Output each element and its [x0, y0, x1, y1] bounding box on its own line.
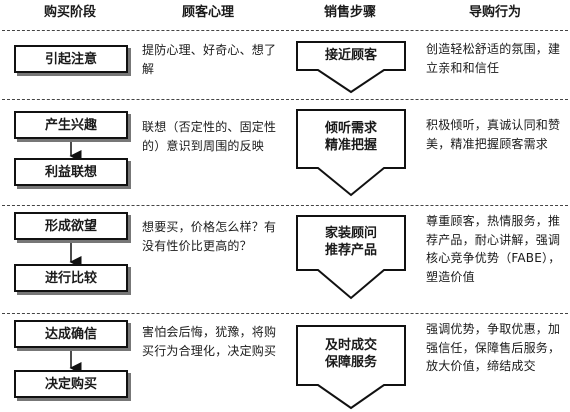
psychology-text: 想要买，价格怎么样？有没有性价比更高的？ — [142, 220, 277, 253]
header-psychology: 顾客心理 — [181, 5, 234, 20]
separator-line — [2, 205, 568, 206]
step-label-close: 及时成交保障服务 — [324, 338, 377, 370]
step-label-recommend: 家装顾问推荐产品 — [324, 226, 377, 258]
step-label-listen: 倾听需求精准把握 — [324, 121, 377, 153]
header-steps: 销售步骤 — [323, 5, 376, 20]
header-stage: 购买阶段 — [43, 5, 96, 20]
psychology-text: 提防心理、好奇心、想了解 — [142, 43, 277, 76]
stage-box-confirm: 达成确信 — [14, 320, 128, 348]
step-arrow-shape — [296, 41, 406, 94]
psychology-text: 害怕会后悔，犹豫，将购买行为合理化，决定购买 — [142, 325, 277, 358]
step-arrow-shape — [296, 109, 406, 197]
stage-box-desire: 形成欲望 — [14, 212, 128, 240]
step-arrow-shape — [296, 215, 406, 300]
stage-box-attention: 引起注意 — [14, 45, 128, 73]
header-behavior: 导购行为 — [468, 5, 521, 20]
behavior-text: 尊重顾客，热情服务，推荐产品，耐心讲解，强调核心竞争优势（FABE），塑造价值 — [426, 214, 561, 284]
step-arrow-shape — [296, 325, 406, 410]
behavior-text: 强调优势，争取优惠，加强信任，保障售后服务，放大价值，缔结成交 — [426, 322, 561, 373]
separator-line — [2, 313, 568, 314]
step-label-approach: 接近顾客 — [324, 48, 377, 63]
stage-box-compare: 进行比较 — [14, 264, 128, 292]
stage-box-association: 利益联想 — [14, 158, 128, 186]
stage-box-purchase: 决定购买 — [14, 370, 128, 398]
separator-line — [2, 30, 568, 31]
behavior-text: 积极倾听，真诚认同和赞美，精准把握顾客需求 — [426, 118, 561, 151]
psychology-text: 联想（否定性的、固定性的）意识到周围的反映 — [142, 120, 277, 153]
behavior-text: 创造轻松舒适的氛围，建立亲和和信任 — [426, 42, 561, 75]
separator-line — [2, 99, 568, 100]
stage-box-interest: 产生兴趣 — [14, 111, 128, 139]
